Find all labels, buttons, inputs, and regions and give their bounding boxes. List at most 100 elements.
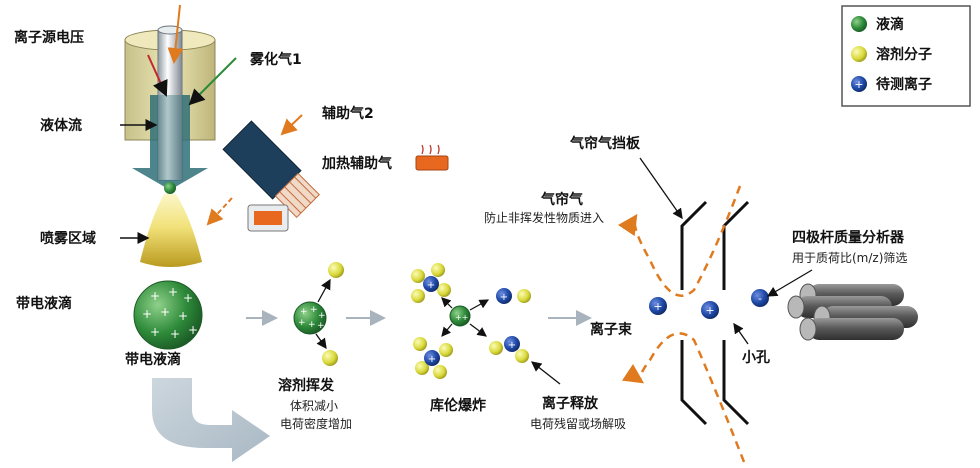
charge-plus: + — [183, 291, 193, 305]
analyte-ion — [424, 350, 440, 366]
heater-line-1 — [279, 191, 302, 214]
charge-plus: + — [142, 307, 152, 321]
legend-droplet-label: 液滴 — [876, 16, 904, 33]
legend-ion-label: 待测离子 — [876, 76, 932, 93]
rod-end — [799, 317, 817, 341]
orifice-pointer — [733, 322, 749, 345]
charge-plus: + — [318, 311, 326, 321]
legend-droplet-icon — [851, 16, 867, 32]
tip-droplet — [164, 182, 176, 194]
charge-plus: + — [168, 285, 178, 299]
solvent-molecule — [411, 289, 425, 303]
charged-droplet — [133, 280, 203, 350]
coulomb-explosion-label: 库伦爆炸 — [430, 397, 486, 414]
voltage-pointer — [147, 54, 168, 97]
analyte-ion — [496, 288, 512, 304]
ion-beam-label: 离子束 — [590, 321, 633, 338]
explosion-arrow — [469, 323, 487, 337]
spray-region-label: 喷雾区域 — [40, 230, 96, 247]
droplet-charges: + + + + + + + + + — [142, 285, 198, 341]
fission-droplet — [449, 305, 471, 327]
ion-plus-icon: + — [705, 304, 714, 317]
solvent-molecule — [431, 263, 445, 277]
nebulizer-gas-arrow — [167, 4, 184, 64]
solvent-molecule — [515, 349, 529, 363]
charge-plus: + — [150, 289, 160, 303]
charge-plus: + — [188, 323, 198, 337]
fission-charge: ++ — [455, 313, 468, 322]
heater-icon-body — [415, 155, 449, 171]
charge-plus: + — [300, 307, 308, 317]
ion-minus-icon: - — [758, 292, 762, 305]
charge-plus: + — [178, 309, 188, 323]
heat-waves-icon — [421, 144, 440, 155]
heater-line-2 — [284, 186, 307, 209]
solvent-molecule — [411, 269, 425, 283]
beam-ion — [701, 301, 719, 319]
liquid-flow-label: 液体流 — [40, 117, 82, 134]
explosion-arrow — [441, 323, 453, 337]
curtain-plate-pointer — [639, 157, 683, 220]
charge-plus: + — [317, 321, 325, 331]
spray-plume — [140, 194, 202, 267]
solvent-evaporation-label: 溶剂挥发 — [278, 377, 335, 394]
solvent-molecule — [322, 350, 338, 366]
legend-ion-icon — [851, 76, 867, 92]
aux-gas-label: 辅助气2 — [322, 105, 374, 122]
curtain-plate-upper-left — [680, 200, 708, 290]
charged-droplet-label: 带电液滴 — [16, 295, 72, 312]
curtain-gas-label: 气帘气 — [540, 191, 583, 208]
legend-solvent-label: 溶剂分子 — [876, 46, 932, 63]
orifice-plate-lower — [722, 340, 750, 426]
nebulizer-gas-label: 雾化气1 — [249, 51, 302, 68]
capillary-overlay — [158, 60, 182, 180]
solvent-molecule — [439, 343, 453, 357]
analyte-ion — [504, 336, 520, 352]
charge-plus: + — [170, 327, 180, 341]
solvent-molecule — [437, 283, 451, 297]
heater-card-coil — [254, 211, 282, 225]
aux-gas-arrow — [280, 114, 303, 136]
heated-aux-gas-label: 加热辅助气 — [321, 155, 392, 172]
charge-plus: + — [298, 318, 306, 328]
evaporation-note-1: 体积减小 — [290, 399, 338, 413]
evaporation-note-2: 电荷密度增加 — [280, 416, 352, 431]
curtain-gas-note: 防止非挥发性物质进入 — [484, 210, 604, 225]
legend-solvent-icon — [851, 46, 867, 62]
process-flow-arrow — [152, 378, 270, 462]
solvent-molecule — [413, 337, 427, 351]
solvent-molecule — [517, 289, 531, 303]
ion-release-label: 离子释放 — [542, 395, 599, 412]
solvent-molecule — [415, 361, 429, 375]
solvent-molecule — [433, 365, 447, 379]
heater-line-4 — [294, 176, 317, 199]
rod-end — [787, 295, 805, 319]
ion-cluster-bottom-left: + — [413, 337, 453, 379]
quadrupole-label: 四极杆质量分析器 — [792, 229, 905, 246]
quadrupole-pointer — [766, 269, 813, 297]
ion-release-pointer — [530, 361, 561, 385]
ion-plus-icon: + — [428, 354, 436, 365]
curtain-plate-lower-left — [680, 340, 708, 426]
solvent-molecule — [489, 341, 503, 355]
nebulizer-pointer — [188, 57, 237, 106]
beam-ion — [649, 297, 667, 315]
curtain-plate-label: 气帘气挡板 — [569, 135, 641, 152]
shrinking-droplet — [293, 301, 327, 335]
quadrupole-rods — [787, 283, 918, 341]
capillary-top — [157, 25, 183, 35]
charge-plus: + — [308, 320, 316, 330]
ion-cluster-top-left: + — [411, 263, 451, 303]
beam-ion — [751, 289, 769, 307]
quadrupole-note: 用于质荷比(m/z)筛选 — [792, 250, 907, 265]
curtain-flow-upper — [617, 185, 742, 297]
ion-plus-icon: + — [653, 300, 662, 313]
esi-needle — [124, 25, 216, 267]
charged-droplet-caption: 带电液滴 — [125, 351, 181, 368]
ion-plus-icon: + — [500, 292, 508, 303]
aux-gas-flow-arrow — [206, 197, 233, 226]
orifice-label: 小孔 — [742, 350, 770, 366]
charge-plus: + — [160, 305, 170, 319]
heater-line-3 — [289, 181, 312, 204]
